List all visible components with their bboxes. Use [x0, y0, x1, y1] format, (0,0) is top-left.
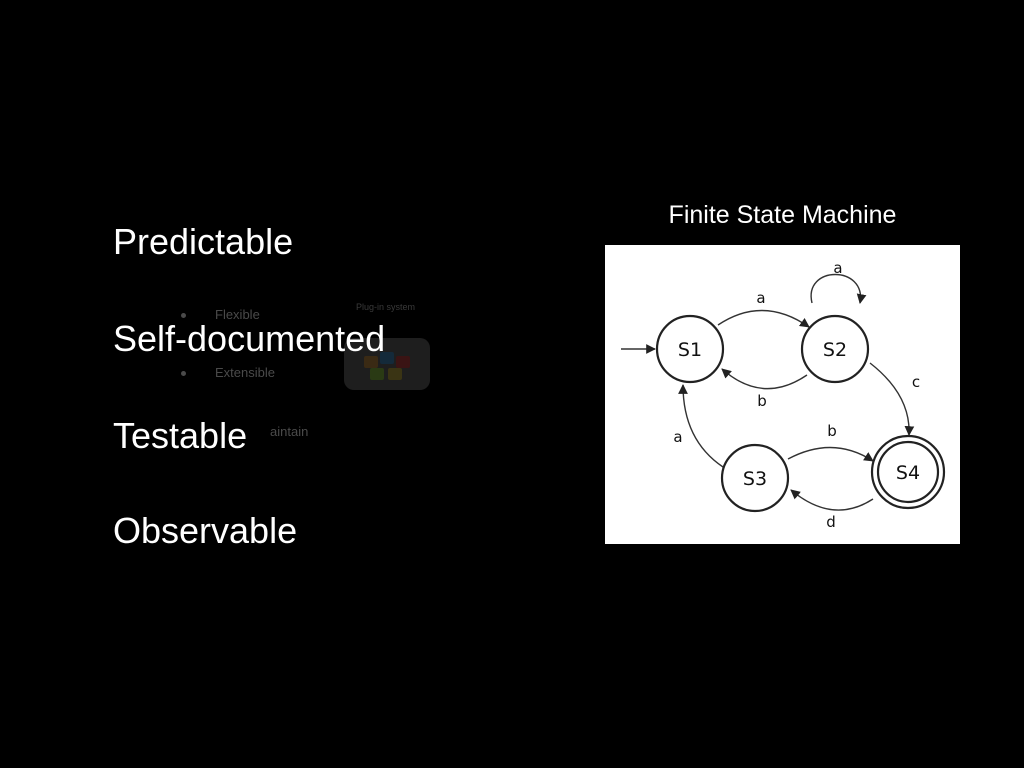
point-testable: Testable — [113, 415, 248, 456]
state-s1 — [655, 314, 725, 384]
point-observable: Observable — [113, 510, 298, 551]
state-label: S4 — [896, 462, 920, 484]
state-s4 — [876, 440, 940, 504]
ghost-bullet-text: aintain — [270, 424, 309, 439]
ghost-bullet-text: Flexible — [215, 307, 260, 322]
edge-label: a — [756, 289, 765, 307]
fsm-diagram: S1 S2 S3 S4 a a b c a b d — [605, 245, 960, 544]
ghost-bullet-dot — [181, 313, 186, 318]
state-label: S3 — [743, 468, 767, 490]
ghost-blocks-icon — [344, 338, 430, 390]
point-predictable: Predictable — [113, 221, 294, 262]
ghost-bullet-text: Extensible — [215, 365, 275, 380]
edge-label: b — [757, 392, 767, 410]
point-self-documented: Self-documented — [113, 318, 386, 359]
edge-label: d — [826, 513, 836, 531]
state-label: S2 — [823, 339, 847, 361]
edge-s2-s2-a — [810, 273, 867, 304]
state-s2 — [800, 314, 870, 384]
edge-s3-s1-a — [678, 384, 724, 468]
diagram-caption: Finite State Machine — [668, 201, 897, 229]
ghost-bullet-dot — [181, 371, 186, 376]
edge-s3-s4-b — [787, 446, 874, 462]
edge-label: a — [833, 259, 842, 277]
edge-s2-s4-c — [869, 362, 915, 436]
state-s3 — [720, 443, 790, 513]
edge-s1-s2-a — [717, 309, 810, 328]
state-label: S1 — [678, 339, 702, 361]
edge-label: a — [673, 428, 682, 446]
edge-label: b — [827, 422, 837, 440]
edge-label: c — [912, 373, 920, 391]
edge-s2-s1-b — [721, 368, 808, 390]
fsm-diagram-svg: S1 S2 S3 S4 a a b c a b d — [621, 259, 946, 531]
edge-s4-s3-d — [790, 489, 874, 511]
ghost-title: Plug-in system — [356, 302, 416, 312]
